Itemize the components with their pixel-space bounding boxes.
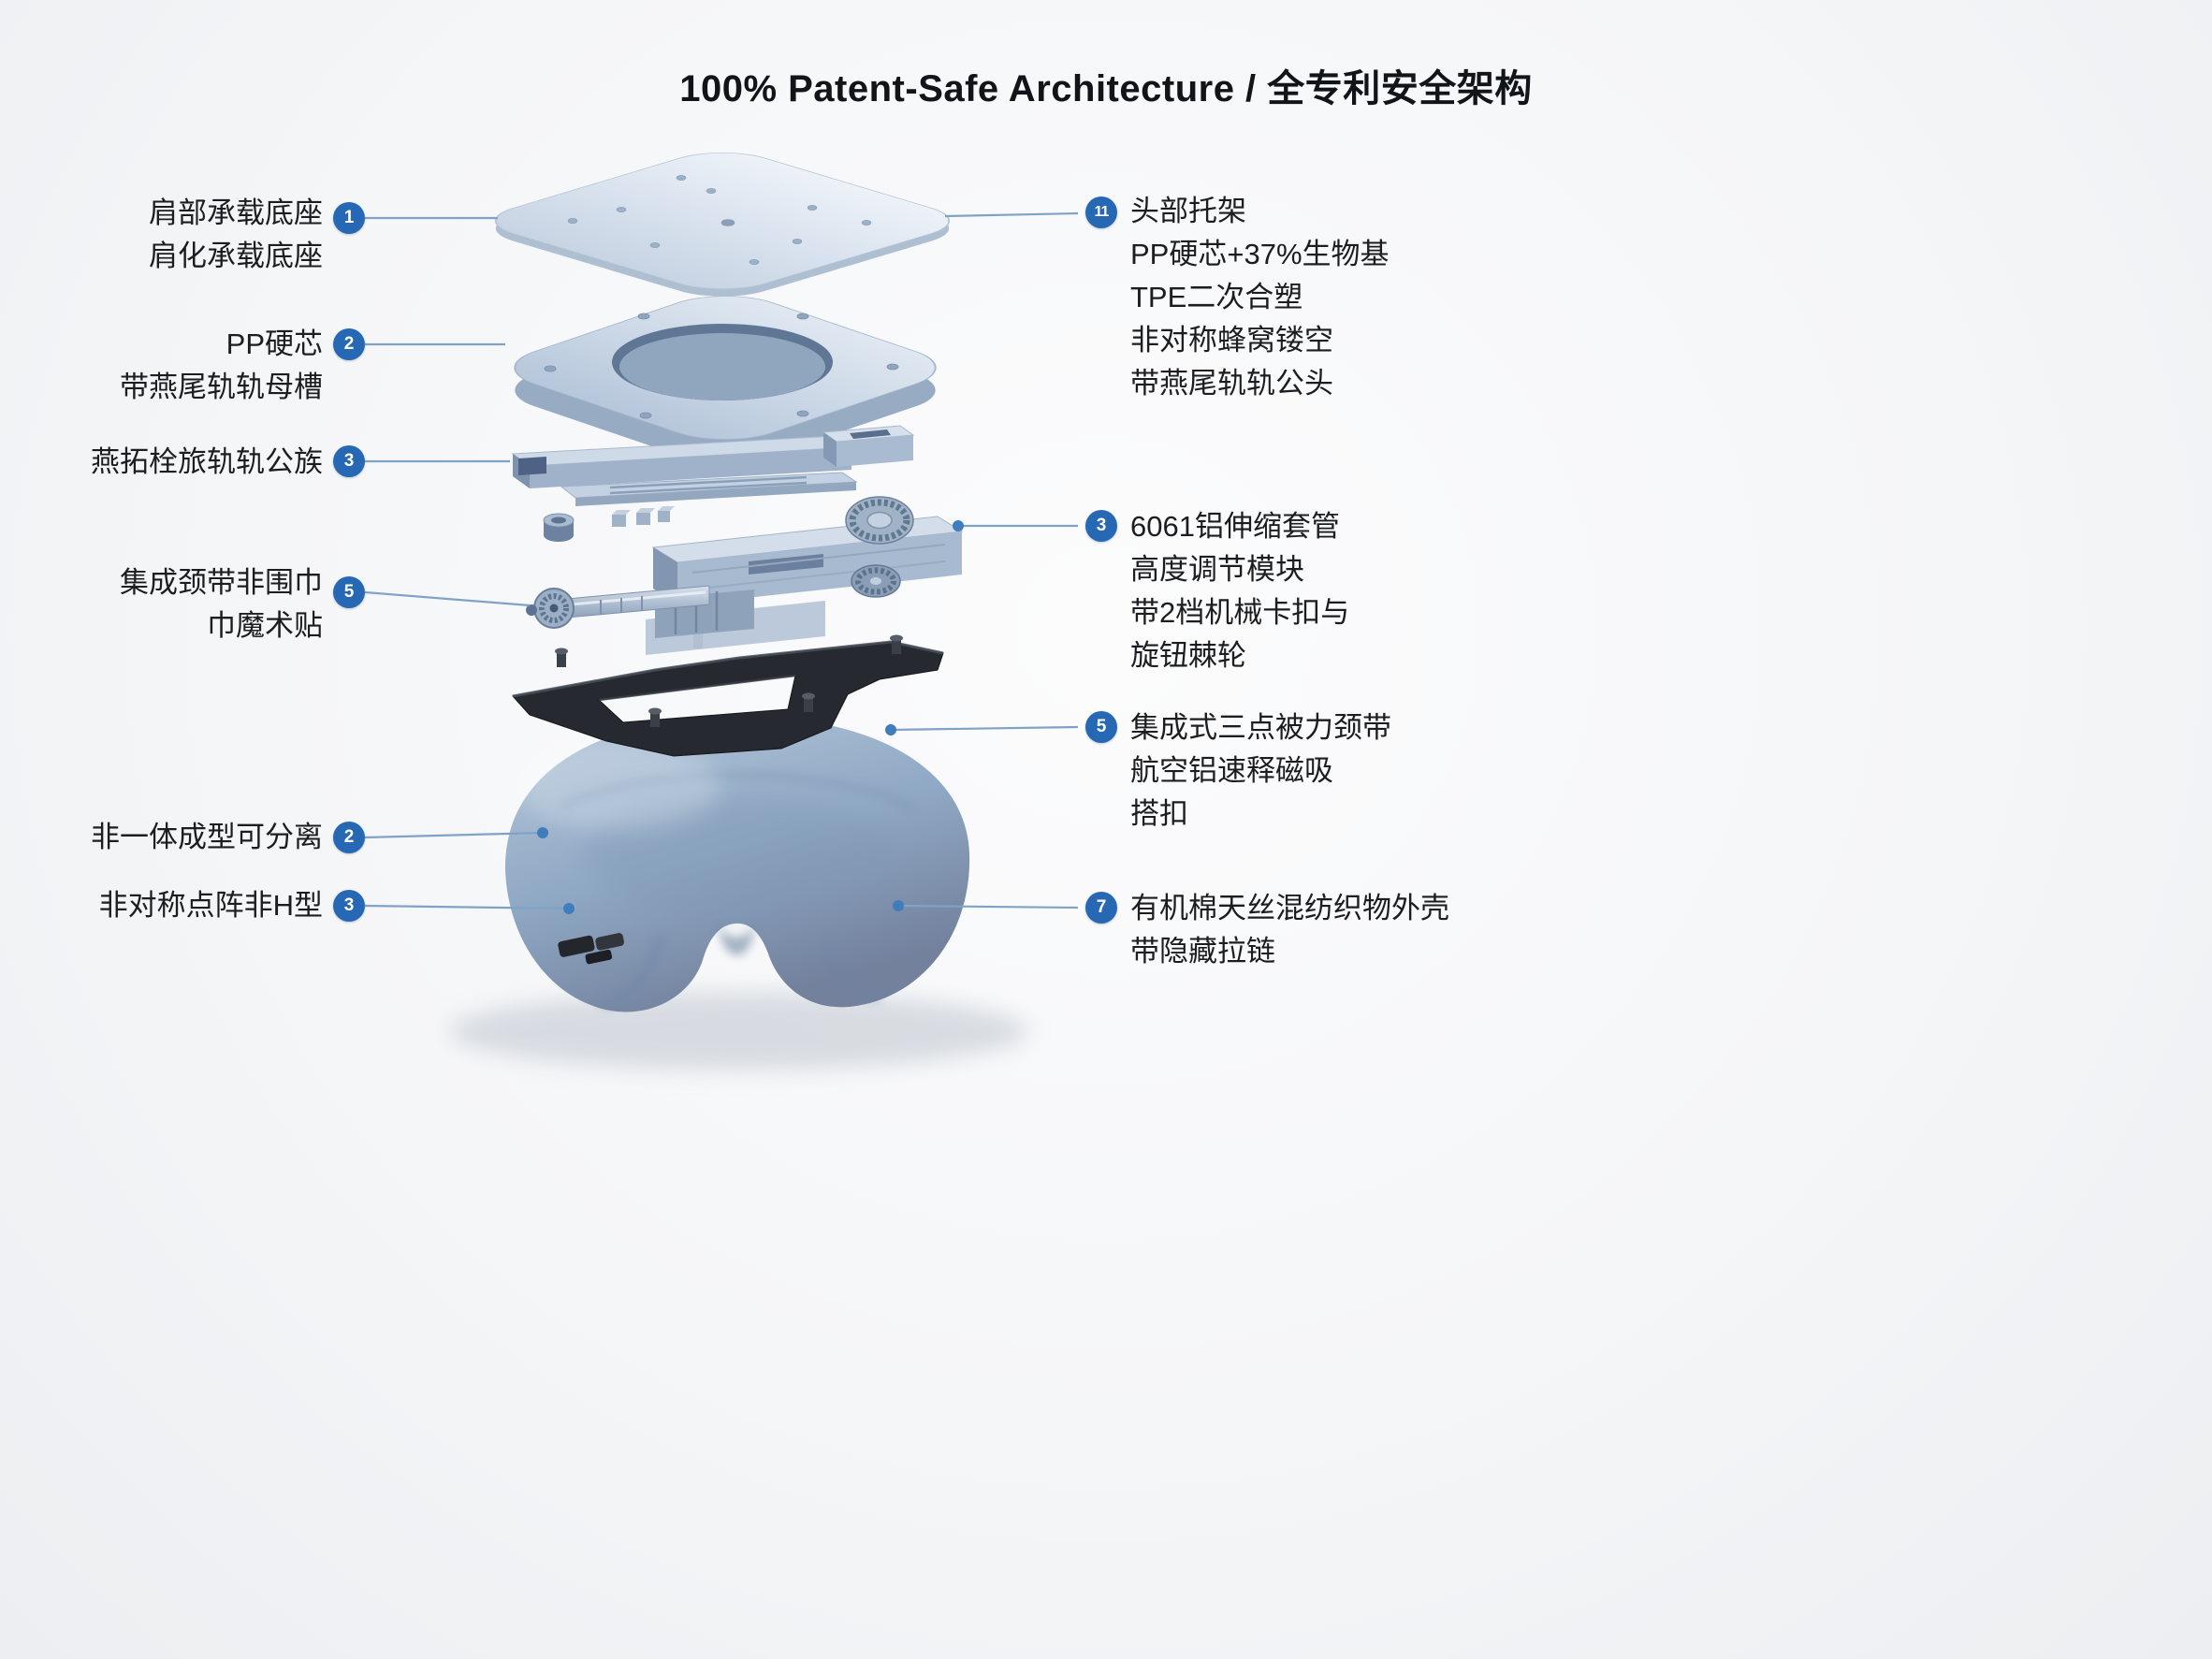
- label-line: 搭扣: [1130, 797, 1188, 830]
- label-line: 肩化承载底座: [149, 240, 323, 272]
- pillow-illustration: [504, 716, 970, 1012]
- leader-lines: [364, 211, 1079, 910]
- label-line: 高度调节模块: [1130, 553, 1304, 586]
- label-line: 旋钮棘轮: [1130, 639, 1246, 672]
- label-line: 非对称点阵非H型: [98, 889, 323, 922]
- badge-1: 1: [333, 202, 365, 234]
- label-line: 带隐藏拉链: [1130, 935, 1275, 968]
- ratchet-knob: [851, 564, 901, 598]
- frame-layer: [514, 296, 937, 462]
- label-line: 有机棉天丝混纺织物外壳: [1130, 892, 1449, 924]
- frame-screw-holes: [544, 313, 899, 419]
- mechanism-layer: [526, 496, 964, 655]
- label-telescopic-tube: 6061铝伸缩套管 高度调节模块 带2档机械卡扣与 旋钮棘轮: [1130, 505, 1349, 677]
- label-line: 带燕尾轨轨母槽: [120, 371, 323, 403]
- top-plate-layer: [494, 153, 951, 297]
- label-line: 巾魔术贴: [207, 609, 323, 642]
- label-head-bracket: 头部托架 PP硬芯+37%生物基 TPE二次合塑 非对称蜂窝镂空 带燕尾轨轨公头: [1130, 190, 1390, 405]
- label-line: 头部托架: [1130, 195, 1246, 227]
- leader-dots: [537, 520, 964, 914]
- label-line: 带2档机械卡扣与: [1130, 596, 1350, 629]
- badge-3b: 3: [333, 890, 365, 922]
- knurled-wheel: [845, 496, 914, 545]
- badge-11: 11: [1085, 196, 1117, 228]
- label-line: 6061铝伸缩套管: [1130, 510, 1340, 543]
- label-neck-strap: 集成颈带非围巾 巾魔术贴: [120, 561, 323, 648]
- label-line: 肩部承载底座: [149, 196, 323, 229]
- badge-2b: 2: [333, 822, 365, 853]
- rail-layer: [511, 425, 915, 542]
- label-asymmetric-dot: 非对称点阵非H型: [99, 884, 323, 927]
- telescopic-piston: [526, 585, 754, 638]
- strap-buckle: [558, 933, 625, 965]
- plate-holes: [567, 175, 872, 265]
- label-three-point-strap: 集成式三点被力颈带 航空铝速释磁吸 搭扣: [1130, 706, 1391, 836]
- label-pp-core: PP硬芯 带燕尾轨轨母槽: [120, 323, 323, 409]
- label-fabric-shell: 有机棉天丝混纺织物外壳 带隐藏拉链: [1130, 887, 1449, 973]
- label-dovetail-rail: 燕拓栓旅轨轨公族: [91, 441, 323, 484]
- label-separable: 非一体成型可分离: [91, 816, 323, 859]
- label-shoulder-base: 肩部承载底座 肩化承载底座: [149, 192, 323, 278]
- label-line: PP硬芯: [226, 327, 323, 360]
- bracket-layer: [512, 629, 944, 757]
- label-line: 非对称蜂窝镂空: [1130, 324, 1333, 357]
- label-line: 集成颈带非围巾: [120, 566, 323, 599]
- badge-5: 5: [333, 576, 365, 608]
- badge-5r: 5: [1085, 711, 1117, 743]
- badge-2: 2: [333, 328, 365, 360]
- small-parts: [543, 506, 675, 542]
- label-line: 集成式三点被力颈带: [1130, 711, 1391, 744]
- ground-shadow: [449, 992, 1029, 1070]
- label-line: 航空铝速释磁吸: [1130, 754, 1333, 787]
- label-line: 带燕尾轨轨公头: [1130, 367, 1333, 400]
- badge-3r: 3: [1085, 510, 1117, 542]
- label-line: 非一体成型可分离: [91, 821, 323, 853]
- badge-3: 3: [333, 445, 365, 477]
- label-line: PP硬芯+37%生物基: [1130, 238, 1390, 270]
- badge-7r: 7: [1085, 892, 1117, 924]
- page-title: 100% Patent-Safe Architecture / 全专利安全架构: [679, 68, 1533, 109]
- label-line: 燕拓栓旅轨轨公族: [91, 445, 323, 478]
- label-line: TPE二次合塑: [1130, 281, 1303, 313]
